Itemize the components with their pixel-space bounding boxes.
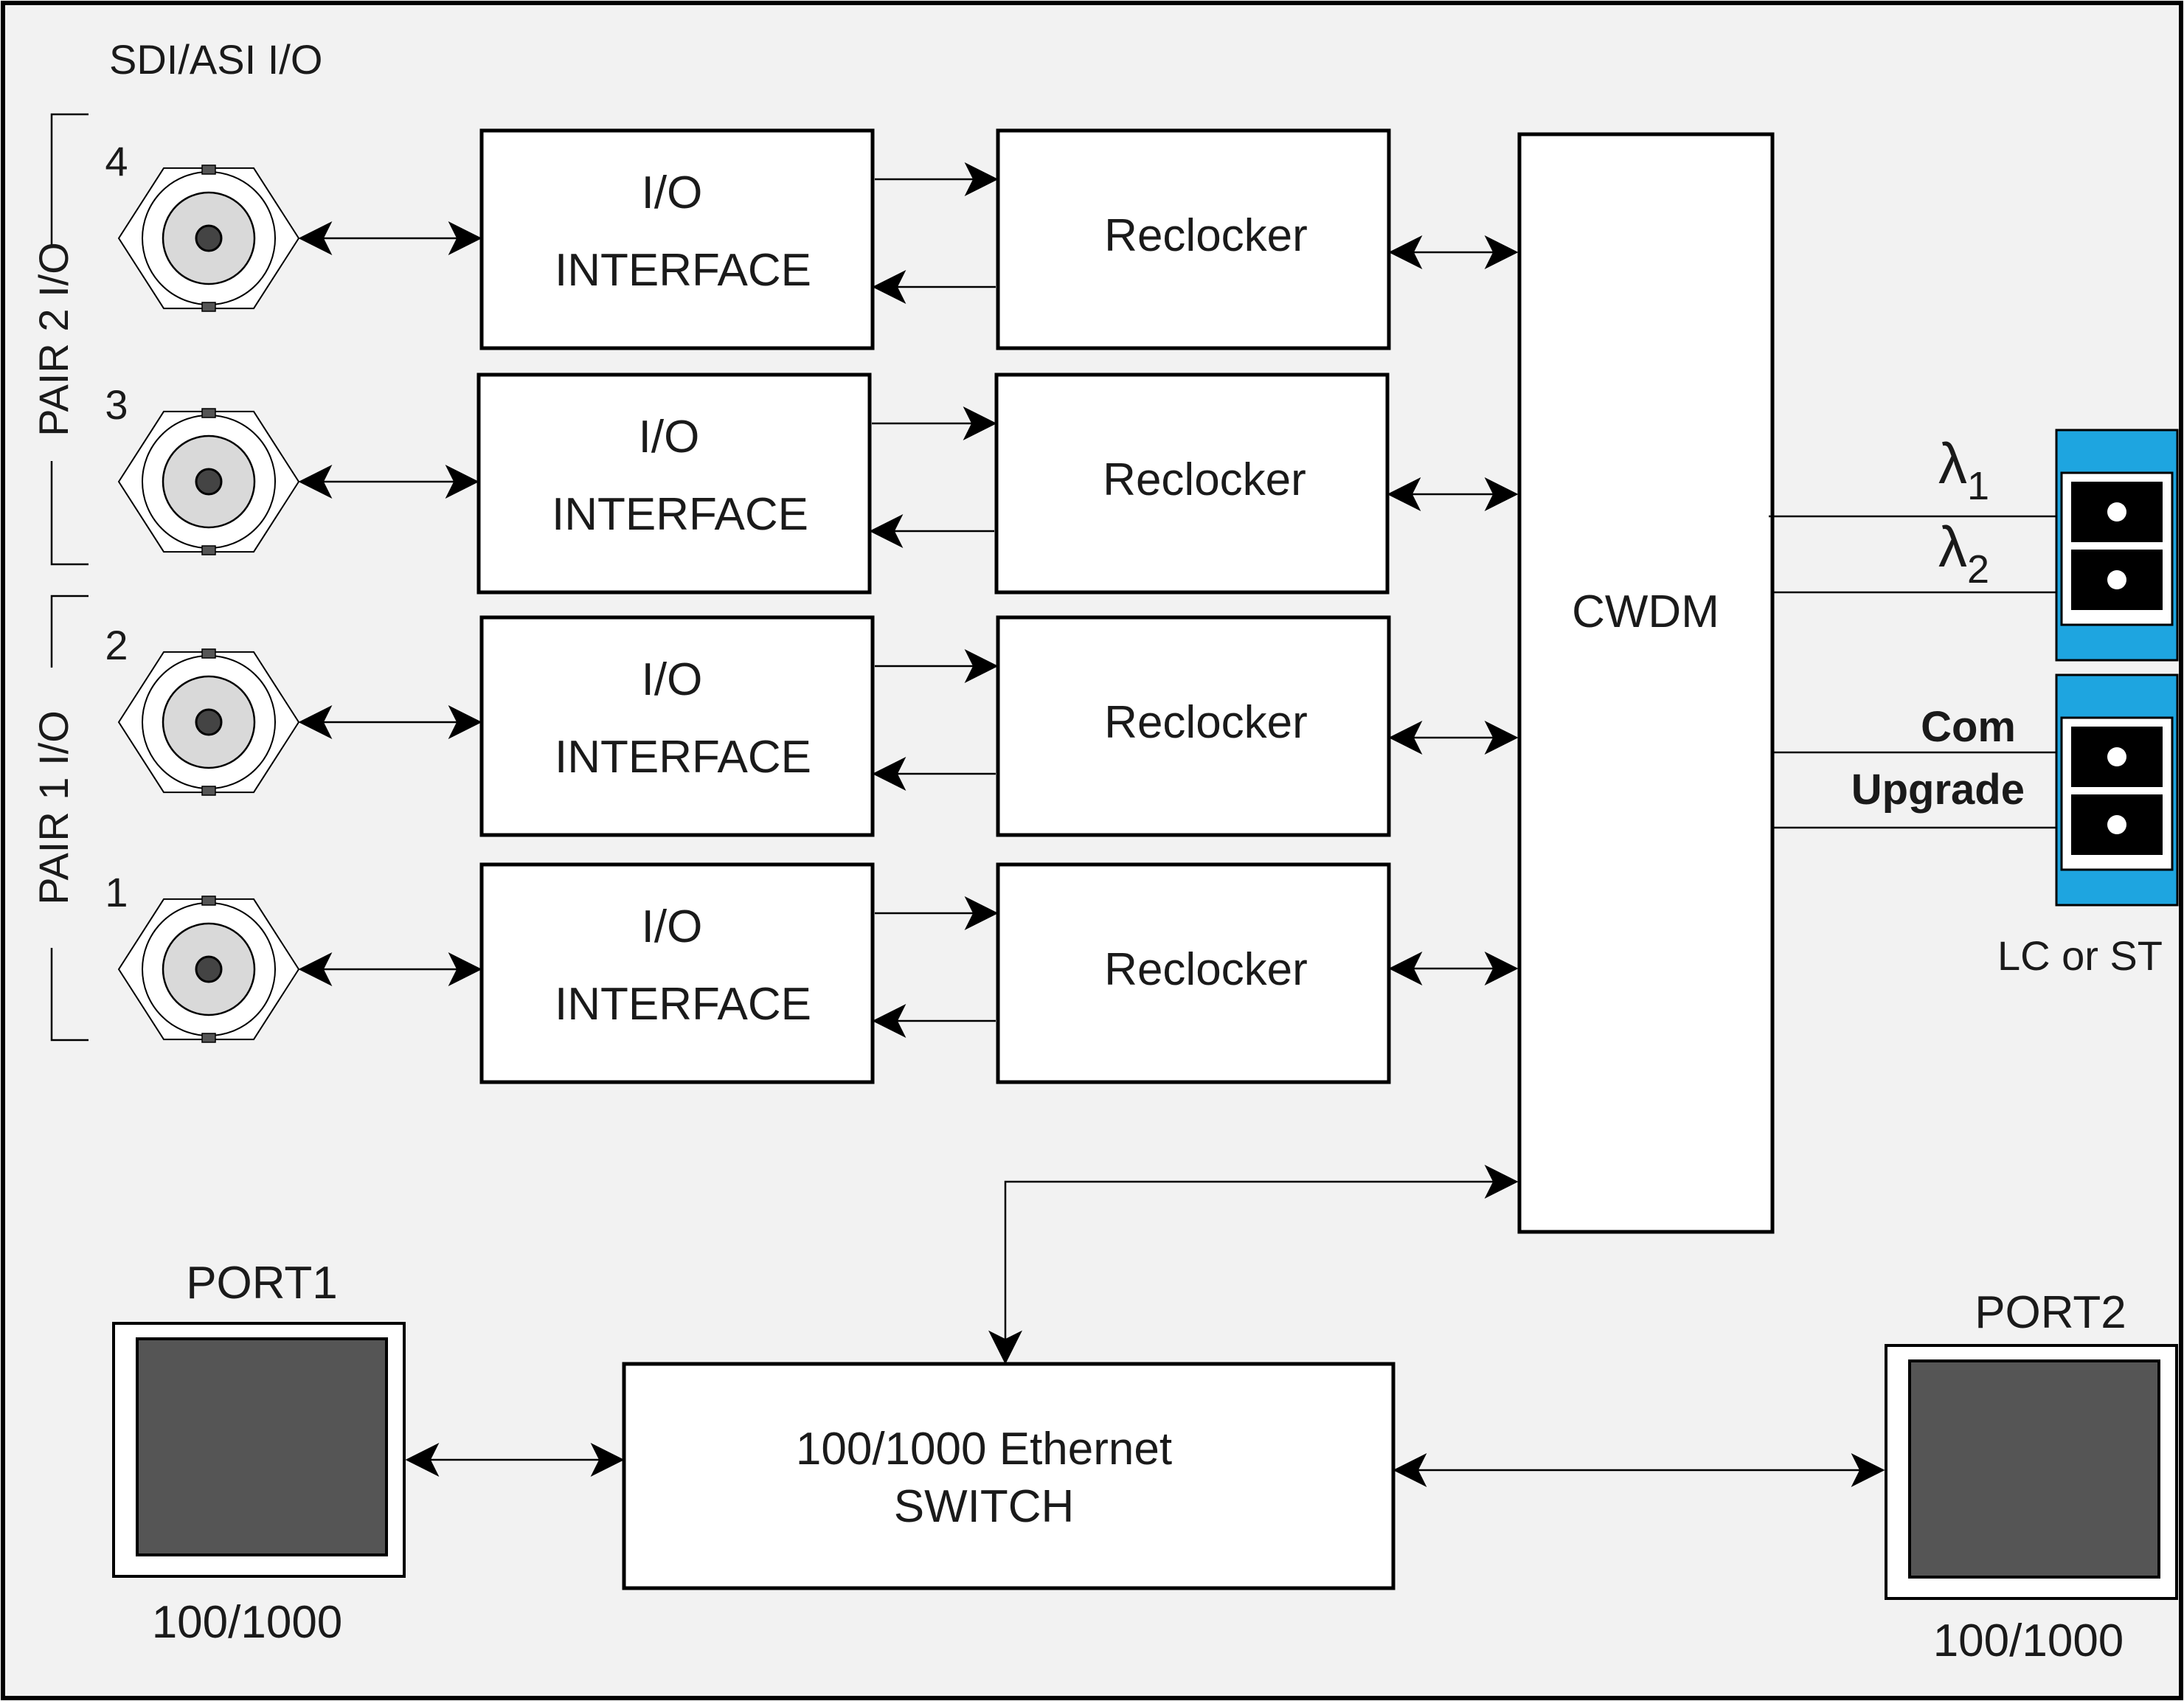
reclocker-label-3: Reclocker <box>1103 454 1306 505</box>
lambda-1-label: λ1 <box>1938 431 1989 508</box>
switch-label-line2: SWITCH <box>894 1481 1075 1532</box>
port-1-name: PORT1 <box>186 1258 338 1309</box>
io-interface-label-line2-1: INTERFACE <box>555 979 811 1030</box>
port-1-speed: 100/1000 <box>152 1597 343 1648</box>
lambda-2-label: λ2 <box>1938 514 1989 592</box>
bnc-connector-1 <box>117 895 300 1043</box>
io-interface-label-line2-2: INTERFACE <box>555 732 811 783</box>
io-interface-label-line1-3: I/O <box>639 412 700 463</box>
pair-2-label: PAIR 2 I/O <box>30 242 77 436</box>
port-2-speed: 100/1000 <box>1933 1615 2124 1666</box>
channel-number-1: 1 <box>105 869 128 915</box>
channel-row-4: 4I/O INTERFACE Reclocker <box>105 128 1519 350</box>
section-title: SDI/ASI I/O <box>109 36 322 83</box>
bnc-connector-4 <box>117 164 300 312</box>
connector-type-label: LC or ST <box>1997 932 2163 979</box>
bnc-connector-3 <box>117 408 300 555</box>
reclocker-block-2 <box>996 615 1391 837</box>
reclocker-block-1 <box>996 862 1391 1084</box>
channel-rows: 4I/OINTERFACEReclocker3I/OINTERFACEReclo… <box>105 128 1519 1084</box>
switch-label-line1: 100/1000 Ethernet <box>796 1424 1172 1475</box>
channel-number-3: 3 <box>105 381 128 428</box>
fiber-connector-lambda <box>2055 429 2179 662</box>
fiber-connectors <box>2055 429 2179 907</box>
io-interface-label-line1-1: I/O <box>642 901 703 952</box>
reclocker-label-2: Reclocker <box>1104 697 1308 748</box>
com-label: Com <box>1921 703 2016 751</box>
channel-number-2: 2 <box>105 622 128 668</box>
pair-2-label-gap <box>22 247 81 461</box>
io-interface-block-1 <box>479 862 875 1084</box>
io-interface-label-line2-3: INTERFACE <box>552 489 808 540</box>
cwdm-label: CWDM <box>1572 586 1719 637</box>
ethernet-switch-block <box>622 1362 1396 1590</box>
pair-1-label: PAIR 1 I/O <box>30 710 77 904</box>
channel-row-2: 2I/O INTERFACE Reclocker <box>105 615 1519 837</box>
io-interface-label-line2-4: INTERFACE <box>555 245 811 296</box>
channel-row-1: 1I/O INTERFACE Reclocker <box>105 862 1519 1084</box>
reclocker-block-4 <box>996 128 1391 350</box>
cwdm-switch-link <box>988 1165 1519 1365</box>
io-interface-block-3 <box>476 373 872 595</box>
upgrade-label: Upgrade <box>1851 766 2025 814</box>
channel-number-4: 4 <box>105 138 128 184</box>
channel-row-3: 3I/O INTERFACE Reclocker <box>105 373 1519 595</box>
cwdm-block <box>1517 132 1775 1234</box>
bnc-connector-2 <box>117 648 300 796</box>
port-2 <box>1885 1344 2178 1600</box>
reclocker-label-1: Reclocker <box>1104 944 1308 995</box>
port-2-name: PORT2 <box>1975 1287 2126 1338</box>
reclocker-label-4: Reclocker <box>1104 210 1308 261</box>
io-interface-block-2 <box>479 615 875 837</box>
pair-1-label-gap <box>22 668 81 948</box>
fiber-connector-com-upgrade <box>2055 673 2179 907</box>
reclocker-block-3 <box>994 373 1390 595</box>
port-1 <box>112 1322 406 1578</box>
io-interface-block-4 <box>479 128 875 350</box>
io-interface-label-line1-2: I/O <box>642 654 703 705</box>
io-interface-label-line1-4: I/O <box>642 167 703 218</box>
